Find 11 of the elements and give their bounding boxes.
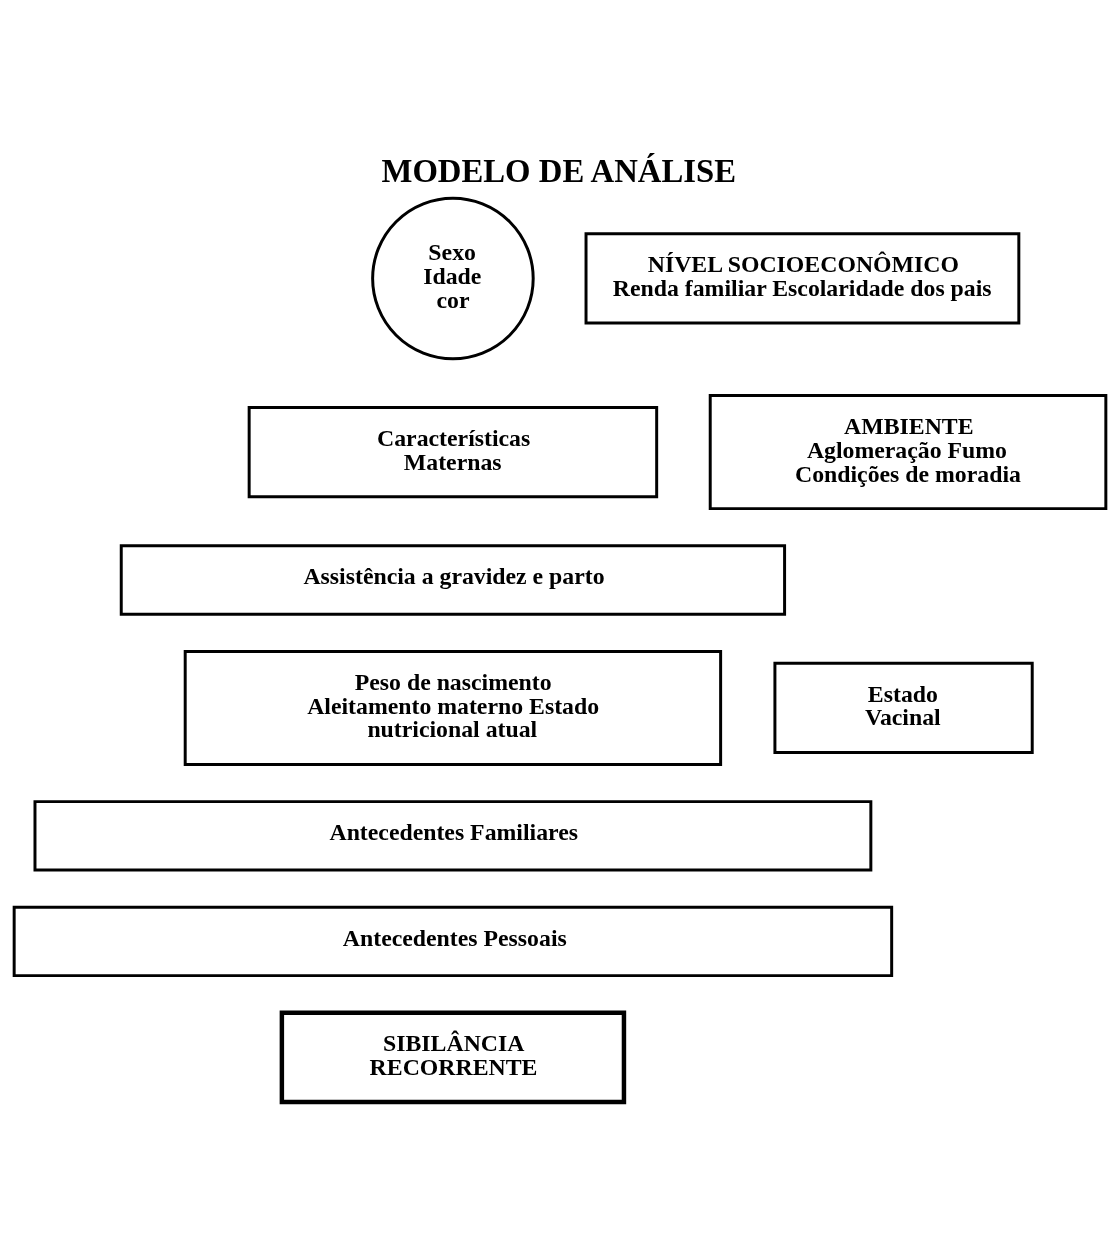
node-circle: Sexo Idade cor [371,196,535,360]
node-box: Características Maternas [247,405,659,498]
node-box: Antecedentes Pessoais [12,905,894,977]
node-box: Antecedentes Familiares [33,799,873,871]
node-box: Peso de nascimento Aleitamento materno Estado nutricional atual [183,649,723,766]
node-box: NÍVEL SOCIOECONÔMICO Renda familiar Escolaridade dos pais [584,231,1021,325]
node-box: SIBILÂNCIA RECORRENTE [279,1010,627,1104]
node-box: AMBIENTE Aglomeração Fumo Condições de moradia [708,393,1108,510]
node-box: Assistência a gravidez e parto [119,543,787,616]
node-box: Estado Vacinal [773,661,1034,754]
diagram-title: MODELO DE ANÁLISE [381,152,737,189]
